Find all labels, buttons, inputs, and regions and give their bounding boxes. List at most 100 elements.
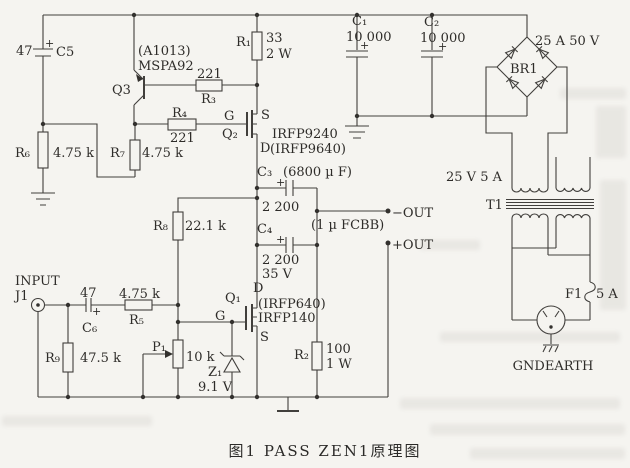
label-q3-part: MSPA92 xyxy=(138,59,194,74)
earth-symbol xyxy=(542,344,559,353)
label-r5-value: 4.75 k xyxy=(119,287,160,302)
mains-plug xyxy=(536,305,566,335)
resistor-r9 xyxy=(62,342,74,373)
label-c1-value: 10 000 xyxy=(346,30,392,45)
capacitor-c5 xyxy=(33,48,53,57)
scan-bleed-artifact xyxy=(440,332,620,342)
label-r7-value: 4.75 k xyxy=(142,146,183,161)
label-input: INPUT xyxy=(15,274,60,289)
scan-bleed-artifact xyxy=(470,448,625,459)
label-out-neg: −OUT xyxy=(392,206,434,221)
scan-bleed-artifact xyxy=(2,416,152,426)
capacitor-c4 xyxy=(285,237,294,253)
label-r7-name: R₇ xyxy=(110,146,125,161)
fuse-f1 xyxy=(584,281,596,303)
resistor-r5 xyxy=(124,299,153,311)
capacitor-c1 xyxy=(346,50,368,58)
label-q2-part: IRFP9240 xyxy=(272,127,338,142)
label-q2-gate: G xyxy=(224,109,234,124)
resistor-r3 xyxy=(195,79,223,92)
mosfet-q1 xyxy=(245,304,257,332)
label-c5-value: 47 xyxy=(16,44,33,59)
label-r2-rating: 1 W xyxy=(326,357,352,372)
label-r3-name: R₃ xyxy=(201,92,216,107)
label-r4-value: 221 xyxy=(170,131,195,146)
label-c5-plus: + xyxy=(45,37,54,50)
label-r4-name: R₄ xyxy=(172,106,187,121)
label-r6-value: 4.75 k xyxy=(53,146,94,161)
label-c2-name: C₂ xyxy=(424,15,439,30)
label-c3-note: (6800 µ F) xyxy=(283,165,352,180)
label-p1-name: P₁ xyxy=(152,340,166,355)
labels: 47 + C5 (A1013) MSPA92 Q3 R₁ 33 2 W 221 … xyxy=(13,14,618,395)
scan-bleed-artifact xyxy=(400,398,620,409)
junction-dots xyxy=(40,12,435,400)
label-r9-value: 47.5 k xyxy=(80,351,121,366)
label-q1-gate: G xyxy=(215,309,225,324)
label-c4-value: 2 200 xyxy=(262,253,299,268)
label-c6-name: C₆ xyxy=(82,321,97,336)
label-r2-value: 100 xyxy=(326,342,351,357)
scan-bleed-artifact xyxy=(600,180,626,310)
label-r1-rating: 2 W xyxy=(266,47,292,62)
capacitor-c6 xyxy=(85,298,92,312)
label-c3-name: C₃ xyxy=(257,165,272,180)
resistor-r2 xyxy=(311,341,323,371)
label-r5-name: R₅ xyxy=(129,313,144,328)
resistor-r1 xyxy=(251,31,263,61)
resistor-r6 xyxy=(37,131,49,169)
figure-caption: 图1 PASS ZEN1原理图 xyxy=(228,442,422,460)
label-q1-drain: D xyxy=(253,281,263,296)
scan-bleed-artifact xyxy=(596,106,626,158)
transformer-t1 xyxy=(506,187,594,219)
label-q1-name: Q₁ xyxy=(225,291,241,306)
resistor-r8 xyxy=(172,211,184,241)
resistor-r7 xyxy=(129,139,141,171)
label-br1-name: BR1 xyxy=(510,62,538,77)
label-q2-drain: D xyxy=(260,141,270,156)
label-r8-value: 22.1 k xyxy=(185,219,226,234)
label-c6-plus: + xyxy=(92,305,101,318)
resistor-r4 xyxy=(167,118,197,131)
label-r6-name: R₆ xyxy=(15,146,30,161)
ground-symbol-bottom xyxy=(277,397,299,412)
label-c1-plus: + xyxy=(360,39,369,52)
label-p1-value: 10 k xyxy=(186,350,215,365)
label-c3-plus: + xyxy=(276,176,285,189)
label-t1-name: T1 xyxy=(486,198,503,213)
label-c5-name: C5 xyxy=(56,45,74,60)
label-q1-part2: IRFP140 xyxy=(258,311,316,326)
label-coupling-note: (1 µ FCBB) xyxy=(311,218,384,233)
wires xyxy=(37,14,591,398)
label-f1-value: 5 A xyxy=(596,287,618,302)
zener-z1 xyxy=(219,351,245,373)
transistor-q3 xyxy=(136,74,145,99)
label-j1-name: J1 xyxy=(13,289,28,304)
scan-bleed-artifact xyxy=(560,88,626,99)
scan-bleed-artifact xyxy=(420,240,480,250)
label-q2-source: S xyxy=(261,108,270,123)
label-q2-name: Q₂ xyxy=(222,127,238,142)
label-r9-name: R₉ xyxy=(45,351,60,366)
connector-j1 xyxy=(30,297,46,313)
label-c4-rating: 35 V xyxy=(262,267,293,282)
label-r3-value: 221 xyxy=(197,67,222,82)
label-q1-source: S xyxy=(260,330,269,345)
label-t1-rating: 25 V 5 A xyxy=(446,170,503,185)
label-br1-rating: 25 A 50 V xyxy=(535,34,600,49)
label-c4-name: C₄ xyxy=(257,222,272,237)
label-r2-name: R₂ xyxy=(294,348,309,363)
label-z1-value: 9.1 V xyxy=(198,380,233,395)
label-z1-name: Z₁ xyxy=(208,365,222,380)
label-c2-value: 10 000 xyxy=(420,31,466,46)
label-q3-alt: (A1013) xyxy=(138,44,191,59)
label-c1-name: C₁ xyxy=(352,14,367,29)
label-c2-plus: + xyxy=(438,40,447,53)
label-f1-name: F1 xyxy=(565,287,582,302)
mosfet-q2 xyxy=(246,110,257,138)
label-r1-name: R₁ xyxy=(236,35,251,50)
label-q3-name: Q3 xyxy=(112,83,131,98)
label-c6-value: 47 xyxy=(80,286,97,301)
